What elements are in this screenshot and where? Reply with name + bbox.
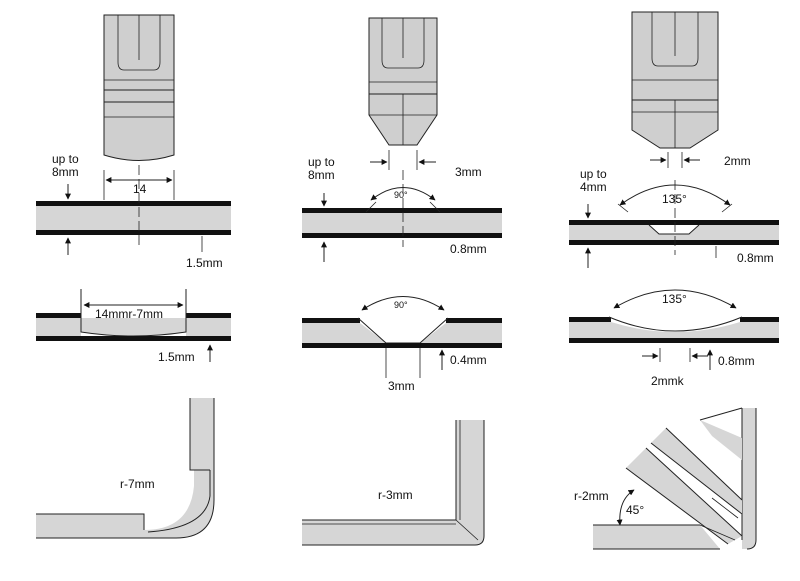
flat-cutting-tool bbox=[103, 14, 175, 161]
width-label: 14 bbox=[133, 182, 147, 196]
groove-label: 14mmr-7mm bbox=[95, 307, 163, 321]
grooved-plate-1: 14mmr-7mm 1.5mm bbox=[36, 289, 231, 364]
thickness-label: 0.8mm bbox=[737, 251, 774, 265]
bend-radius-label: r-7mm bbox=[120, 477, 155, 491]
groove-angle-label: 90° bbox=[394, 300, 408, 310]
angle-arc-3: 135° bbox=[619, 184, 731, 206]
angle-label: 90° bbox=[394, 190, 408, 200]
thickness-note-1: 1.5mm bbox=[186, 236, 223, 270]
bend-angle-label: 45° bbox=[626, 503, 644, 517]
tool-gap-2: 3mm bbox=[370, 150, 482, 179]
groove-angle-label: 135° bbox=[662, 292, 687, 306]
thickness-note-2: 0.8mm bbox=[450, 242, 487, 256]
groove-thickness-label: 1.5mm bbox=[158, 350, 195, 364]
bent-part-3: r-2mm 45° bbox=[574, 407, 757, 550]
grooved-plate-2: 90° 3mm 0.4mm bbox=[302, 296, 502, 393]
tool-gap-3: 2mm bbox=[650, 152, 751, 168]
plate-3 bbox=[569, 180, 779, 255]
dimension-14: 14 bbox=[103, 170, 175, 200]
tool-gap-label: 2mm bbox=[724, 154, 751, 168]
thickness-note-3: 0.8mm bbox=[715, 246, 774, 265]
v-cutting-tool-135 bbox=[631, 11, 719, 149]
groove-thickness-label: 0.4mm bbox=[450, 353, 487, 367]
plate-1 bbox=[36, 165, 231, 245]
thickness-label: 0.8mm bbox=[450, 242, 487, 256]
groove-width-label: 3mm bbox=[388, 379, 415, 393]
angle-arc-2: 90° bbox=[365, 187, 441, 213]
groove-width-label: 2mmk bbox=[651, 374, 685, 388]
tool-gap-label: 3mm bbox=[455, 165, 482, 179]
thickness-label: 1.5mm bbox=[186, 256, 223, 270]
groove-thickness-label: 0.8mm bbox=[718, 354, 755, 368]
v-cutting-tool-90 bbox=[368, 17, 438, 146]
bent-part-1: r-7mm bbox=[36, 398, 215, 539]
angle-label: 135° bbox=[662, 192, 687, 206]
grooved-plate-3: 135° 0.8mm 2mmk bbox=[569, 289, 779, 388]
bend-radius-label: r-3mm bbox=[378, 488, 413, 502]
plate-2 bbox=[302, 170, 502, 247]
bend-radius-label: r-2mm bbox=[574, 489, 609, 503]
bent-part-2: r-3mm bbox=[302, 420, 485, 546]
